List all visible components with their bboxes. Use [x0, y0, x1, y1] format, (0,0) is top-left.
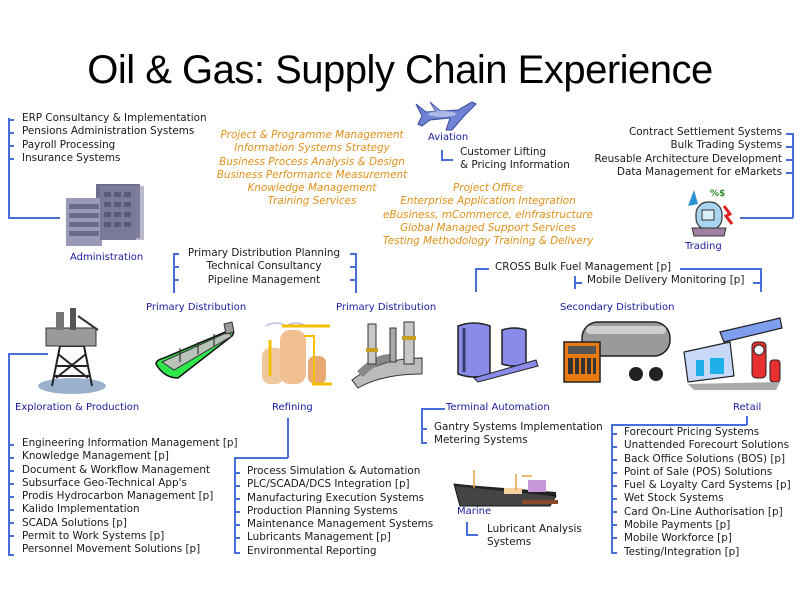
- consulting-item: Testing Methodology Training & Delivery: [382, 235, 594, 248]
- consulting-services-left: Project & Programme Management Informati…: [212, 129, 412, 209]
- primary-distribution-services-list: Primary Distribution Planning Technical …: [180, 247, 348, 287]
- consulting-item: Knowledge Management: [247, 182, 377, 195]
- service-item: Permit to Work Systems [p]: [22, 530, 165, 543]
- office-building-icon: [66, 184, 144, 246]
- admin-services-list: ERP Consultancy & Implementation Pension…: [22, 112, 207, 165]
- consulting-services-right: Project Office Enterprise Application In…: [376, 182, 600, 248]
- service-item: Document & Workflow Management: [22, 463, 210, 476]
- admin-connector-horizontal: [8, 217, 60, 219]
- node-label-trading: Trading: [685, 241, 722, 252]
- service-item: Maintenance Management Systems: [247, 518, 434, 531]
- service-item: SCADA Solutions [p]: [22, 516, 127, 529]
- service-item: Personnel Movement Solutions [p]: [22, 543, 201, 556]
- consulting-item: Training Services: [267, 195, 357, 208]
- node-label-secondary-distribution: Secondary Distribution: [560, 302, 675, 313]
- service-item: Primary Distribution Planning: [187, 247, 341, 259]
- node-label-retail: Retail: [733, 402, 762, 413]
- storage-tanks-icon: [457, 322, 539, 383]
- node-label-primary-distribution-ship: Primary Distribution: [146, 302, 247, 313]
- service-item: Card On-Line Authorisation [p]: [624, 505, 783, 518]
- service-item: Fuel & Loyalty Card Systems [p]: [624, 479, 791, 492]
- service-item: Pipeline Management: [207, 273, 321, 286]
- consulting-item: Global Managed Support Services: [400, 221, 576, 234]
- service-item: Point of Sale (POS) Solutions: [624, 465, 773, 478]
- consulting-item: Business Performance Measurement: [216, 168, 408, 181]
- exploration-services-list: Engineering Information Management [p] K…: [22, 437, 238, 557]
- consulting-item: Information Systems Strategy: [234, 142, 390, 155]
- cargo-ship-icon: [453, 470, 558, 507]
- node-label-terminal-automation: Terminal Automation: [446, 402, 550, 413]
- service-item: Unattended Forecourt Solutions: [624, 439, 790, 452]
- service-item: CROSS Bulk Fuel Management [p]: [495, 261, 672, 273]
- trading-machine-icon: %$: [688, 189, 734, 237]
- service-item: Mobile Workforce [p]: [624, 532, 732, 545]
- service-item: Customer Lifting: [460, 146, 547, 158]
- airplane-icon: [415, 101, 477, 131]
- service-item: Production Planning Systems: [247, 504, 398, 517]
- service-item: Back Office Solutions (BOS) [p]: [624, 452, 786, 465]
- service-item: Kalido Implementation: [22, 503, 140, 516]
- service-item: Wet Stock Systems: [624, 492, 724, 505]
- consulting-item: Project Office: [453, 182, 523, 194]
- service-item: Testing/Integration [p]: [624, 545, 740, 558]
- service-item: Gantry Systems Implementation: [434, 421, 603, 433]
- service-item: Payroll Processing: [22, 138, 116, 151]
- service-item: & Pricing Information: [460, 159, 570, 172]
- service-item: ERP Consultancy & Implementation: [22, 112, 207, 124]
- aviation-services-list: Customer Lifting & Pricing Information: [460, 146, 570, 173]
- service-item: Manufacturing Execution Systems: [247, 491, 424, 504]
- pipeline-icon: [351, 321, 423, 389]
- svg-text:%$: %$: [710, 189, 725, 199]
- consulting-item: eBusiness, mCommerce, eInfrastructure: [383, 208, 593, 221]
- refinery-icon: [262, 322, 332, 386]
- node-label-marine: Marine: [457, 506, 492, 517]
- node-label-administration: Administration: [70, 252, 144, 263]
- service-item: Mobile Payments [p]: [624, 519, 731, 532]
- terminal-services-list: Gantry Systems Implementation Metering S…: [434, 421, 603, 448]
- page-title: Oil & Gas: Supply Chain Experience: [87, 48, 713, 92]
- secondary-distribution-services-list: CROSS Bulk Fuel Management [p] Mobile De…: [495, 261, 744, 288]
- node-label-aviation: Aviation: [428, 132, 469, 143]
- gas-station-icon: [683, 317, 783, 390]
- service-item: PLC/SCADA/DCS Integration [p]: [247, 478, 410, 491]
- service-item: Mobile Delivery Monitoring [p]: [587, 274, 745, 287]
- retail-services-list: Forecourt Pricing Systems Unattended For…: [624, 426, 791, 559]
- service-item: Environmental Reporting: [247, 544, 377, 557]
- service-item: Technical Consultancy: [206, 260, 322, 273]
- node-label-primary-distribution-pipeline: Primary Distribution: [336, 302, 437, 313]
- service-item: Lubricant Analysis: [487, 523, 582, 535]
- service-item: Subsurface Geo-Technical App's: [22, 476, 187, 489]
- consulting-item: Enterprise Application Integration: [400, 195, 576, 208]
- trading-services-list: Contract Settlement Systems Bulk Trading…: [594, 126, 782, 179]
- tanker-truck-icon: [563, 321, 671, 383]
- tanker-ship-icon: [155, 321, 235, 379]
- service-item: Engineering Information Management [p]: [22, 437, 238, 449]
- marine-services-list: Lubricant Analysis Systems: [487, 523, 582, 550]
- node-label-exploration-production: Exploration & Production: [15, 402, 140, 413]
- service-item: Systems: [487, 536, 532, 549]
- service-item: Process Simulation & Automation: [247, 465, 421, 477]
- service-item: Data Management for eMarkets: [617, 165, 782, 178]
- service-item: Lubricants Management [p]: [247, 531, 391, 544]
- oil-rig-icon: [38, 308, 106, 394]
- service-item: Insurance Systems: [22, 151, 121, 164]
- service-item: Bulk Trading Systems: [670, 139, 782, 152]
- node-label-refining: Refining: [272, 402, 313, 413]
- service-item: Knowledge Management [p]: [22, 450, 169, 463]
- service-item: Pensions Administration Systems: [22, 125, 195, 138]
- service-item: Prodis Hydrocarbon Management [p]: [22, 490, 214, 503]
- consulting-item: Business Process Analysis & Design: [219, 155, 405, 168]
- service-item: Metering Systems: [434, 434, 528, 447]
- consulting-item: Project & Programme Management: [220, 129, 404, 141]
- refining-services-list: Process Simulation & Automation PLC/SCAD…: [247, 465, 433, 558]
- service-item: Contract Settlement Systems: [628, 126, 782, 138]
- service-item: Reusable Architecture Development: [594, 152, 782, 165]
- service-item: Forecourt Pricing Systems: [624, 426, 760, 438]
- admin-connector-vertical: [8, 118, 10, 218]
